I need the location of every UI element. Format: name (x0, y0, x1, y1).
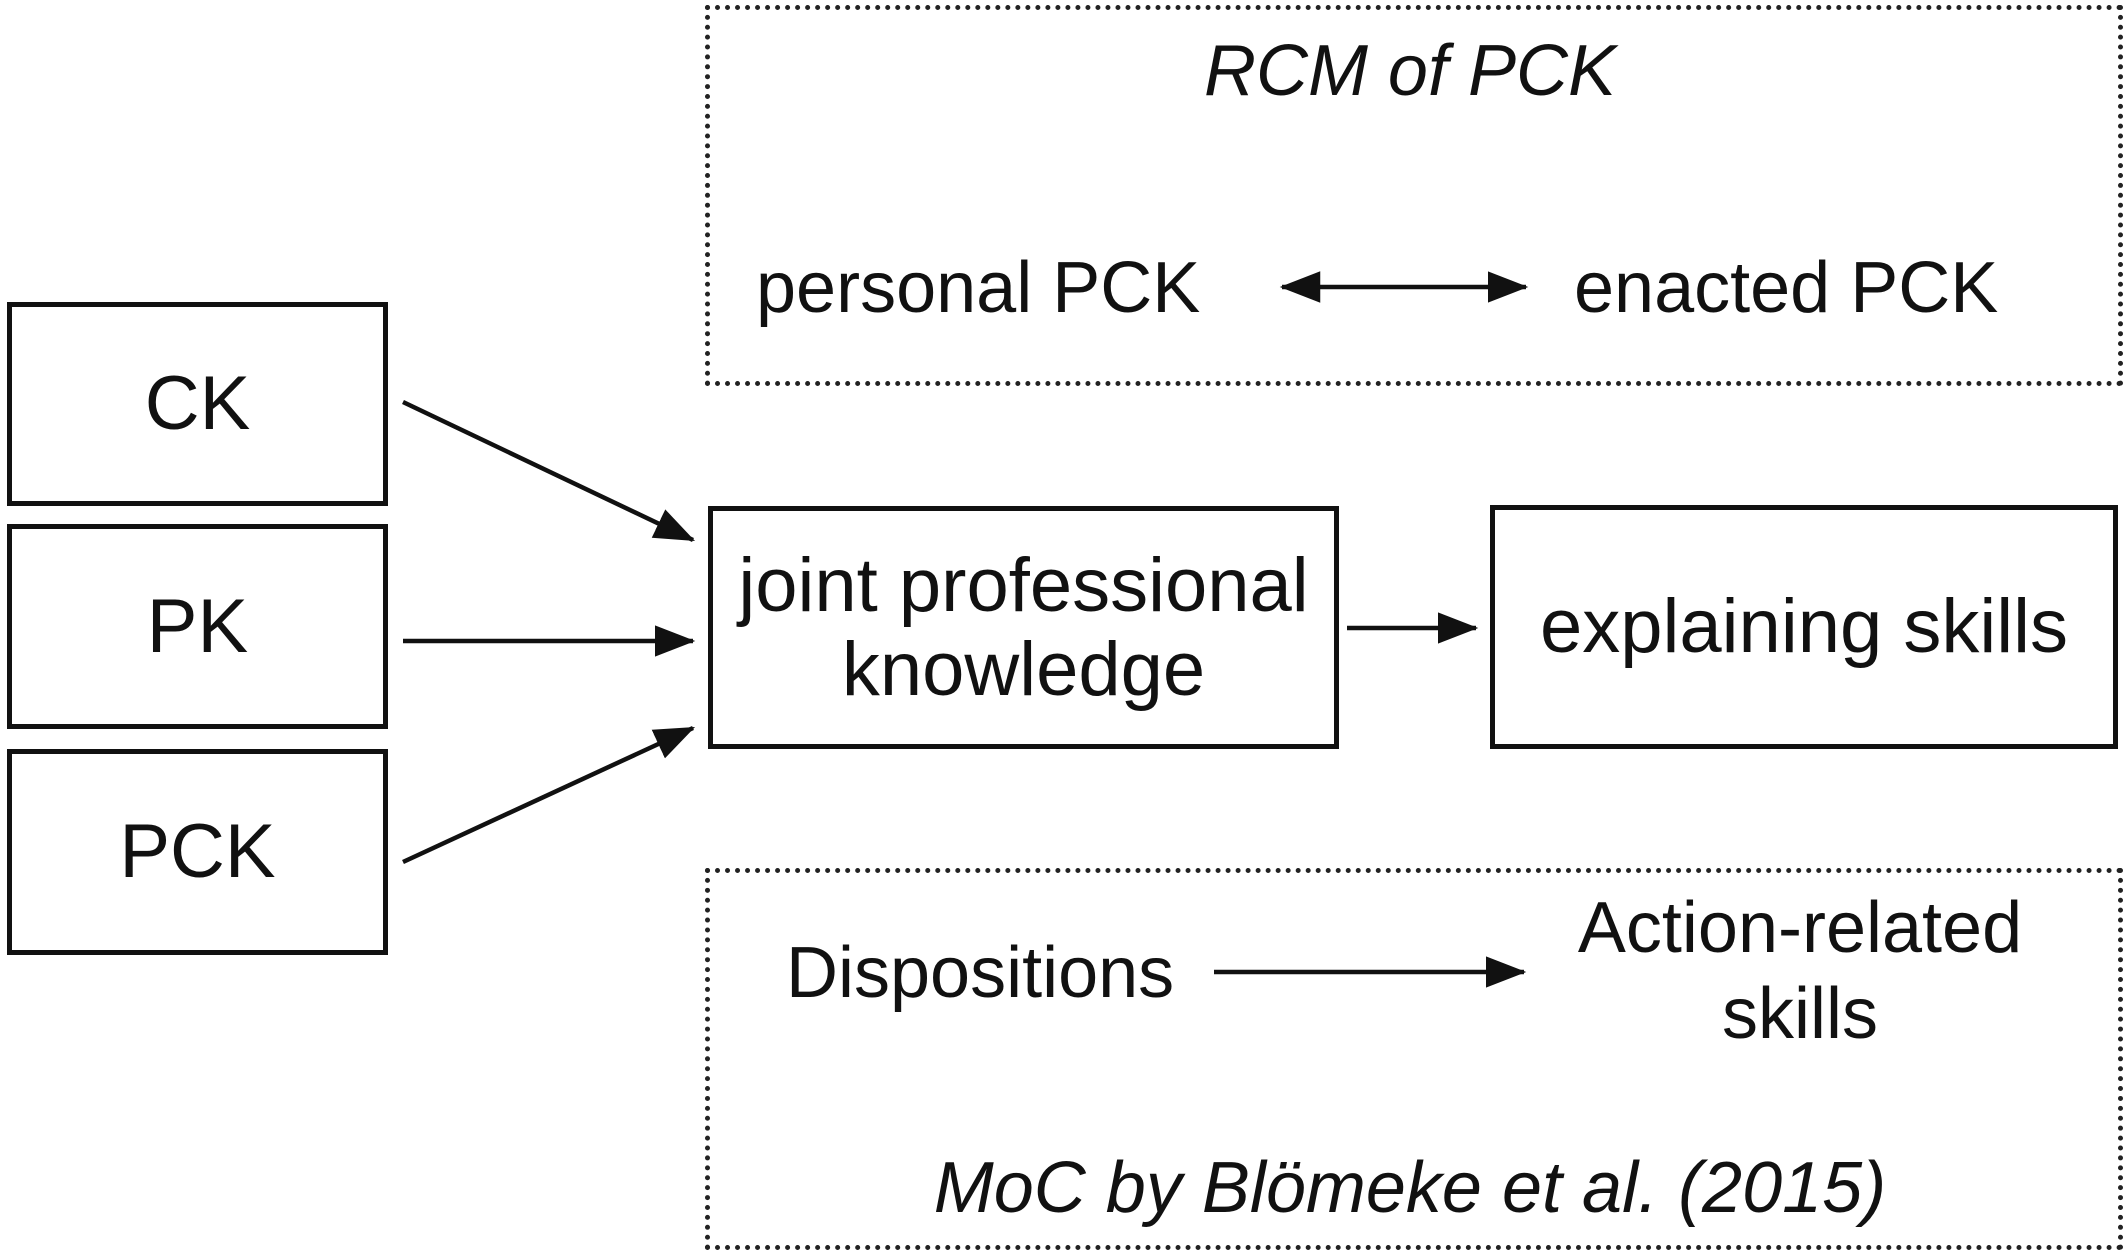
pk-label: PK (146, 583, 249, 669)
joint-knowledge-line1: joint professional (738, 542, 1309, 628)
moc-panel-caption: MoC by Blömeke et al. (2015) (933, 1148, 1887, 1228)
explaining-skills-box: explaining skills (1490, 505, 2118, 749)
action-related-line1: Action-related (1577, 888, 2023, 968)
arrow-pck-to-joint (402, 725, 696, 865)
ck-label: CK (144, 361, 251, 447)
personal-pck-label: personal PCK (756, 248, 1201, 328)
moc-panel (705, 868, 2123, 1250)
enacted-pck-label: enacted PCK (1574, 248, 1999, 328)
rcm-panel-title: RCM of PCK (1203, 31, 1617, 111)
pck-box: PCK (7, 749, 388, 955)
arrow-ck-to-joint (402, 399, 696, 543)
joint-knowledge-line2: knowledge (841, 626, 1206, 712)
explaining-skills-label: explaining skills (1539, 584, 2069, 670)
rcm-panel (705, 5, 2123, 386)
action-related-skills-label: Action-related skills (1540, 885, 2060, 1058)
dispositions-label: Dispositions (786, 933, 1175, 1013)
pck-label: PCK (119, 809, 276, 895)
pk-box: PK (7, 524, 388, 729)
joint-knowledge-box: joint professional knowledge (708, 506, 1339, 749)
action-related-line2: skills (1722, 974, 1878, 1055)
ck-box: CK (7, 302, 388, 506)
